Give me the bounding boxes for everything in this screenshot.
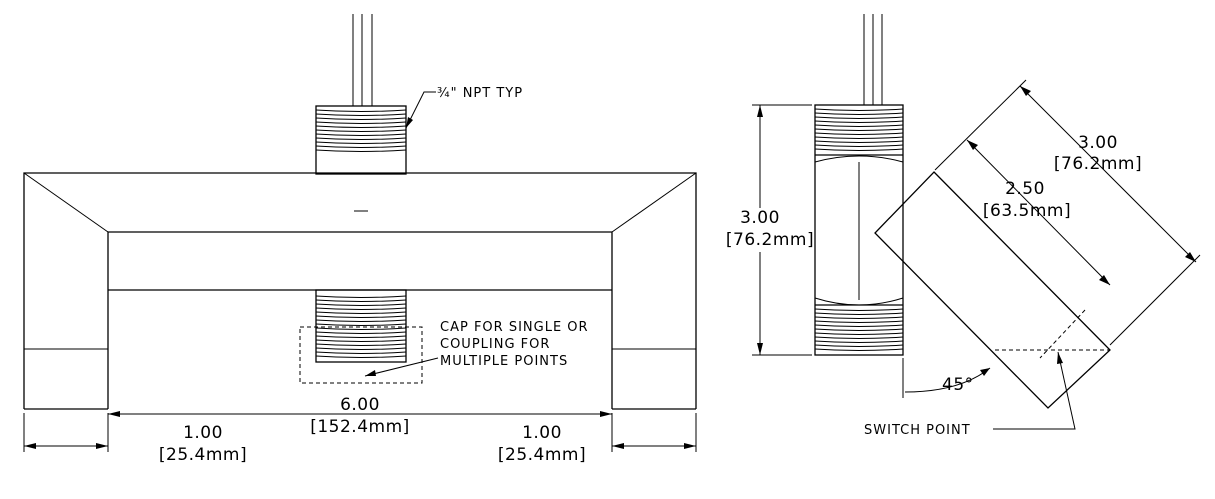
dim-float-outer-inch: 3.00 [1078,133,1118,153]
float-body [23,172,697,410]
npt-leader: ¾" NPT TYP [405,86,523,129]
thread-line [315,339,407,342]
thread-line [315,335,407,338]
side-view: 3.00 [76.2mm] 3.00 [76.2mm] 2.50 [63.5mm… [726,14,1201,438]
thread-line [814,328,904,331]
thread-line [814,312,904,315]
dim-float-inner-inch: 2.50 [1005,179,1045,199]
front-upper-npt-fitting [315,105,407,175]
thread-line [315,113,407,116]
thread-line [315,295,407,298]
angle-label: 45° [942,375,974,395]
cap-note-line-3: MULTIPLE POINTS [440,354,568,369]
thread-line [315,121,407,124]
thread-line [315,145,407,148]
thread-line [315,117,407,120]
thread-line [315,343,407,346]
thread-line [814,340,904,343]
thread-line [814,120,904,123]
float-dimensions: 3.00 [76.2mm] 2.50 [63.5mm] [902,79,1201,398]
dim-left-inch: 1.00 [183,423,223,443]
front-cable [352,14,373,106]
side-height-dimension: 3.00 [76.2mm] [726,104,814,356]
thread-line [814,132,904,135]
rotated-float [874,171,1111,409]
thread-line [315,355,407,358]
thread-line [315,303,407,306]
cap-note: CAP FOR SINGLE OR COUPLING FOR MULTIPLE … [364,320,589,377]
thread-line [315,137,407,140]
thread-line [315,133,407,136]
thread-line [315,109,407,112]
thread-line [814,316,904,319]
thread-line [814,344,904,347]
thread-line [814,308,904,311]
npt-label: ¾" NPT TYP [437,86,523,101]
thread-line [315,125,407,128]
dim-height-mm: [76.2mm] [726,230,814,250]
dim-float-inner-mm: [63.5mm] [983,201,1071,221]
front-dimensions: 6.00 [152.4mm] 1.00 [25.4mm] 1.00 [25.4m… [23,395,697,465]
thread-line [315,347,407,350]
thread-line [814,108,904,111]
thread-line [814,128,904,131]
front-view: ¾" NPT TYP CAP FOR SINGLE OR COUPLING FO… [23,14,697,465]
thread-line [814,324,904,327]
dim-right-mm: [25.4mm] [498,445,586,465]
thread-line [315,315,407,318]
switch-stem [814,104,904,356]
thread-line [315,331,407,334]
angle-indicator: 45° [904,367,991,395]
cap-note-line-1: CAP FOR SINGLE OR [440,320,589,335]
thread-line [315,299,407,302]
switch-point-callout: SWITCH POINT [864,351,1076,438]
dim-left-mm: [25.4mm] [159,445,247,465]
thread-line [814,136,904,139]
dim-height-inch: 3.00 [740,208,780,228]
thread-line [814,124,904,127]
thread-line [814,140,904,143]
thread-line [315,351,407,354]
front-lower-npt-fitting [299,289,423,384]
thread-line [315,129,407,132]
thread-line [315,327,407,330]
thread-line [814,348,904,351]
thread-line [814,144,904,147]
thread-line [315,323,407,326]
side-cable [863,14,883,105]
dim-total-inch: 6.00 [340,395,380,415]
thread-line [814,148,904,151]
thread-line [315,311,407,314]
thread-line [814,320,904,323]
thread-line [315,141,407,144]
switch-point-label: SWITCH POINT [864,423,971,438]
dim-float-outer-mm: [76.2mm] [1054,154,1142,174]
thread-line [814,332,904,335]
dim-total-mm: [152.4mm] [310,417,410,437]
thread-line [814,112,904,115]
thread-line [814,116,904,119]
thread-line [315,319,407,322]
thread-line [315,149,407,152]
thread-line [315,307,407,310]
thread-line [814,336,904,339]
cap-note-line-2: COUPLING FOR [440,337,550,352]
dim-right-inch: 1.00 [522,423,562,443]
